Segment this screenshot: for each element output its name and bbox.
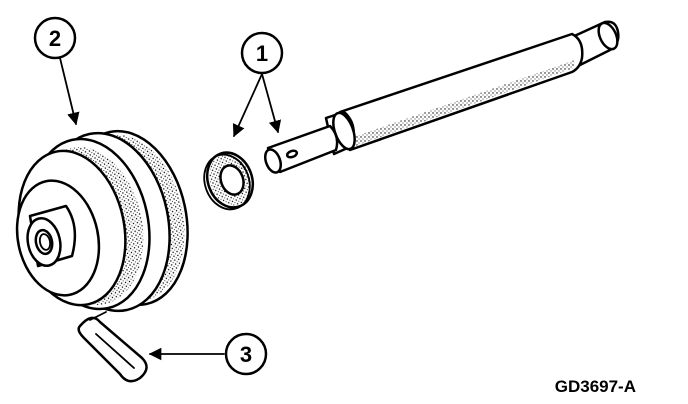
- callout-1: 1: [240, 31, 284, 75]
- figure-id: GD3697-A: [555, 377, 636, 396]
- callout-1-label: 1: [256, 41, 268, 66]
- callout-2: 2: [33, 16, 77, 60]
- callout-3: 3: [224, 332, 268, 376]
- pulley: [15, 129, 189, 313]
- shaft: [263, 20, 620, 174]
- retaining-clip: [77, 311, 148, 383]
- seal: [203, 151, 255, 211]
- callout-2-label: 2: [49, 26, 61, 51]
- leader-arrows: [59, 57, 282, 361]
- callout-3-label: 3: [240, 342, 252, 367]
